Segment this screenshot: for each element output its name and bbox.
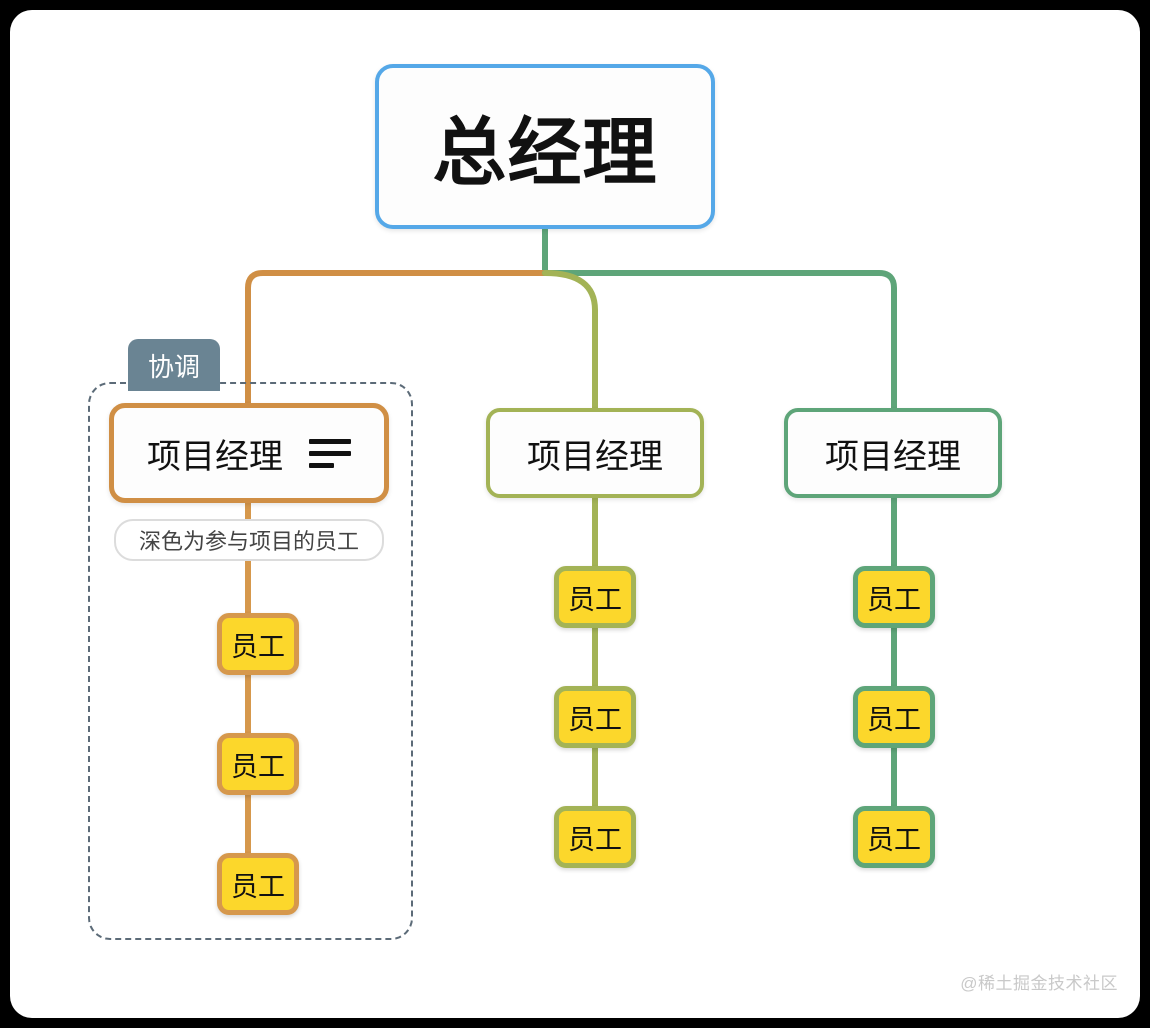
watermark-label: @稀土掘金技术社区 (960, 974, 1118, 993)
node-employee-right-2-label: 员工 (867, 704, 921, 735)
node-employee-middle-1[interactable]: 员工 (554, 566, 636, 628)
node-employee-right-3[interactable]: 员工 (853, 806, 935, 868)
coordination-group-container (88, 382, 413, 940)
node-employee-middle-1-label: 员工 (568, 584, 622, 615)
connector-branch-left (245, 270, 548, 406)
node-employee-middle-3-label: 员工 (568, 824, 622, 855)
node-employee-left-2-label: 员工 (231, 751, 285, 782)
watermark: @稀土掘金技术社区 (960, 969, 1118, 994)
node-employee-right-1-label: 员工 (867, 584, 921, 615)
node-employee-left-1-label: 员工 (231, 631, 285, 662)
connector-branch-right (542, 270, 897, 411)
node-employee-left-2[interactable]: 员工 (217, 733, 299, 795)
node-general-manager-label: 总经理 (432, 111, 658, 194)
node-employee-left-1[interactable]: 员工 (217, 613, 299, 675)
node-project-manager-middle-label: 项目经理 (527, 437, 663, 476)
node-project-manager-middle[interactable]: 项目经理 (486, 408, 704, 498)
node-employee-right-3-label: 员工 (867, 824, 921, 855)
coordination-group-tab-label: 协调 (147, 351, 200, 382)
node-employee-left-3[interactable]: 员工 (217, 853, 299, 915)
node-project-manager-right[interactable]: 项目经理 (784, 408, 1002, 498)
legend-note-label: 深色为参与项目的员工 (138, 529, 359, 554)
connector-branch-middle (542, 270, 598, 411)
legend-note: 深色为参与项目的员工 (114, 519, 384, 561)
coordination-group-tab[interactable]: 协调 (128, 339, 220, 391)
node-employee-right-2[interactable]: 员工 (853, 686, 935, 748)
node-general-manager[interactable]: 总经理 (375, 64, 715, 229)
node-layer: 协调 总经理 项目经理 深色为参与项目的员工 员工 员工 员工 项目经 (10, 10, 1140, 1018)
diagram-canvas: 协调 总经理 项目经理 深色为参与项目的员工 员工 员工 员工 项目经 (10, 10, 1140, 1018)
node-project-manager-left-label: 项目经理 (147, 437, 283, 476)
node-employee-right-1[interactable]: 员工 (853, 566, 935, 628)
node-employee-middle-2-label: 员工 (568, 704, 622, 735)
node-project-manager-right-label: 项目经理 (825, 437, 961, 476)
node-project-manager-left[interactable]: 项目经理 (109, 403, 389, 503)
list-icon[interactable] (309, 438, 351, 468)
node-employee-left-3-label: 员工 (231, 871, 285, 902)
node-employee-middle-3[interactable]: 员工 (554, 806, 636, 868)
node-employee-middle-2[interactable]: 员工 (554, 686, 636, 748)
